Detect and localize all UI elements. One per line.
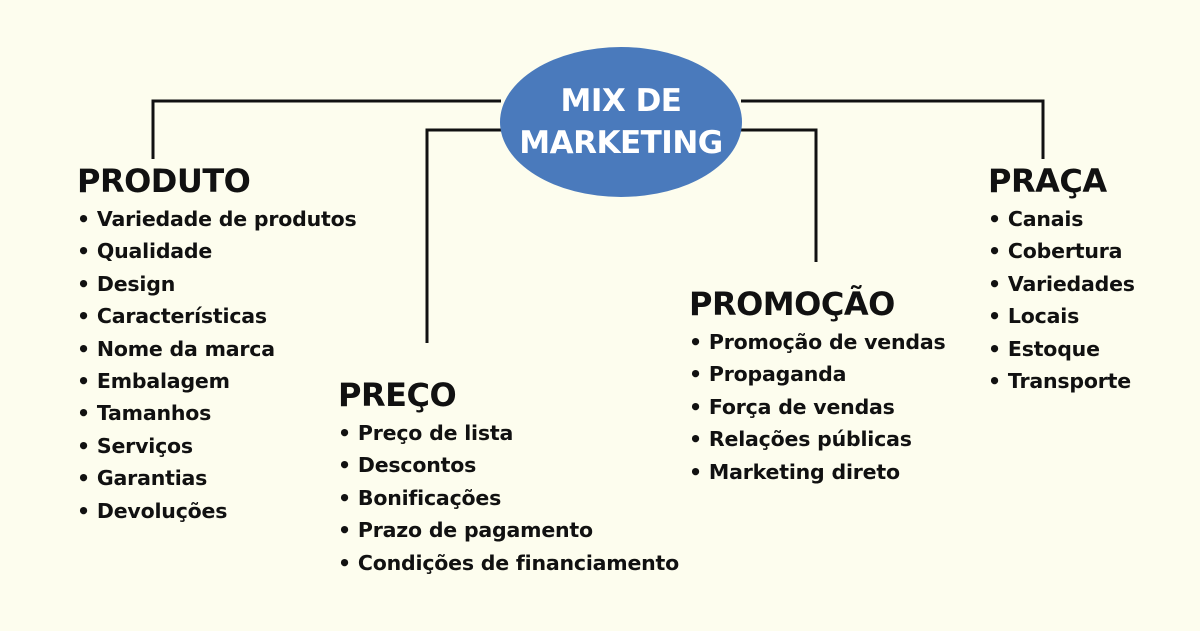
- list-item: Serviços: [77, 430, 356, 462]
- list-item: Prazo de pagamento: [338, 514, 679, 546]
- list-item: Transporte: [988, 365, 1135, 397]
- branch-list-preco: Preço de lista Descontos Bonificações Pr…: [338, 417, 679, 579]
- list-item: Qualidade: [77, 235, 356, 267]
- branch-preco: PREÇO Preço de lista Descontos Bonificaç…: [338, 376, 679, 579]
- list-item: Variedades: [988, 268, 1135, 300]
- list-item: Locais: [988, 300, 1135, 332]
- center-title-line-1: MIX DE: [560, 83, 683, 119]
- list-item: Marketing direto: [689, 456, 945, 488]
- branch-title-preco: PREÇO: [338, 376, 457, 414]
- list-item: Canais: [988, 203, 1135, 235]
- connector-praca: [741, 99, 1045, 159]
- list-item: Embalagem: [77, 365, 356, 397]
- list-item: Características: [77, 300, 356, 332]
- list-item: Condições de financiamento: [338, 547, 679, 579]
- list-item: Nome da marca: [77, 333, 356, 365]
- connector-promocao: [734, 128, 818, 262]
- list-item: Design: [77, 268, 356, 300]
- branch-list-produto: Variedade de produtos Qualidade Design C…: [77, 203, 357, 527]
- list-item: Preço de lista: [338, 417, 679, 449]
- branch-promocao: PROMOÇÃO Promoção de vendas Propaganda F…: [689, 285, 946, 488]
- list-item: Variedade de produtos: [77, 203, 357, 235]
- branch-praca: PRAÇA Canais Cobertura Variedades Locais…: [988, 162, 1135, 397]
- branch-title-produto: PRODUTO: [77, 162, 251, 200]
- list-item: Tamanhos: [77, 397, 356, 429]
- branch-produto: PRODUTO Variedade de produtos Qualidade …: [77, 162, 357, 527]
- list-item: Garantias: [77, 462, 356, 494]
- list-item: Propaganda: [689, 358, 945, 390]
- branch-list-promocao: Promoção de vendas Propaganda Força de v…: [689, 326, 946, 488]
- list-item: Descontos: [338, 449, 679, 481]
- branch-title-praca: PRAÇA: [988, 162, 1107, 200]
- connector-produto: [151, 99, 501, 159]
- list-item: Estoque: [988, 333, 1135, 365]
- connector-preco: [425, 128, 507, 343]
- list-item: Promoção de vendas: [689, 326, 946, 358]
- list-item: Força de vendas: [689, 391, 945, 423]
- branch-title-promocao: PROMOÇÃO: [689, 285, 895, 323]
- center-title-line-2: MARKETING: [519, 125, 723, 161]
- list-item: Devoluções: [77, 495, 356, 527]
- list-item: Cobertura: [988, 235, 1135, 267]
- branch-list-praca: Canais Cobertura Variedades Locais Estoq…: [988, 203, 1135, 397]
- mix-de-marketing-node: MIX DE MARKETING: [500, 47, 742, 197]
- list-item: Relações públicas: [689, 423, 945, 455]
- list-item: Bonificações: [338, 482, 679, 514]
